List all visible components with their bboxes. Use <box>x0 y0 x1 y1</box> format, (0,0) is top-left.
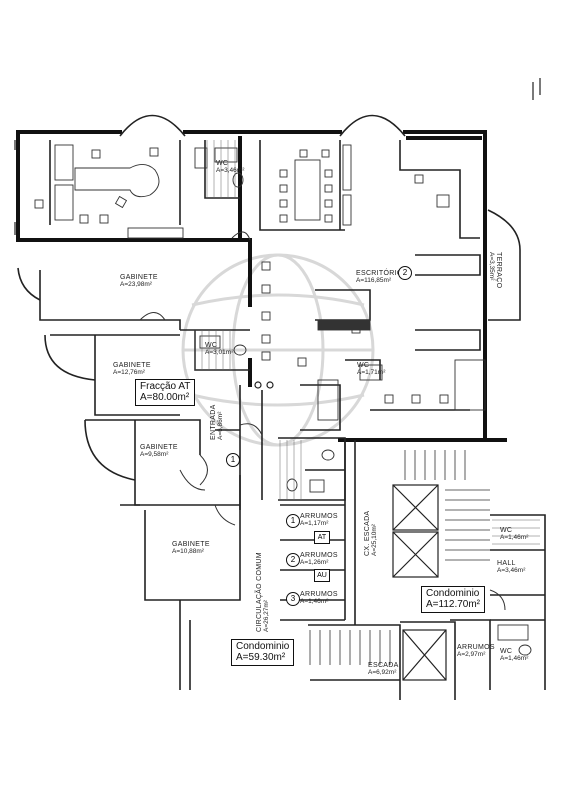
room-name: ENTRADA <box>210 404 217 440</box>
condominium-summary-box: Condominio A=112.70m² <box>421 586 486 613</box>
room-area: A=116,85m² <box>356 277 392 284</box>
room-cx-escada: CX. ESCADA A=25,10m² <box>364 511 379 556</box>
room-area: A=1,71m² <box>357 369 386 376</box>
fraction-tag: AT <box>314 531 330 544</box>
room-area: A=10,88m² <box>172 548 204 555</box>
room-area: A=1,17m² <box>300 520 329 527</box>
room-gabinete1: GABINETE A=23,98m² <box>120 274 158 289</box>
fraction-title: Fracção AT <box>140 381 191 392</box>
room-area: A=2,97m² <box>457 651 486 658</box>
fraction-summary-box: Fracção AT A=80.00m² <box>135 379 196 406</box>
room-area: A=1,26m² <box>300 559 329 566</box>
room-escritorio: ESCRITÓRIO A=116,85m² <box>356 270 403 285</box>
room-wc5: WC A=1,46m² <box>500 648 528 663</box>
room-name: WC <box>500 527 513 534</box>
curved-walls <box>17 114 521 481</box>
condominium-title: Condominio <box>426 588 480 599</box>
room-gabinete4: GABINETE A=10,88m² <box>172 541 210 556</box>
room-area: A=12,76m² <box>113 369 145 376</box>
room-name: GABINETE <box>120 274 158 281</box>
room-number-badge: 2 <box>286 553 300 567</box>
room-gabinete2: GABINETE A=12,76m² <box>113 362 151 377</box>
room-name: CX. ESCADA <box>364 510 371 556</box>
stair-icon <box>309 450 490 665</box>
room-name: ARRUMOS <box>300 591 338 598</box>
room-area: A=23,98m² <box>120 281 152 288</box>
room-arrumos4: ARRUMOS A=2,97m² <box>457 644 495 659</box>
room-name: ARRUMOS <box>300 552 338 559</box>
room-area: A=1,46m² <box>500 534 529 541</box>
room-wc3: WC A=1,71m² <box>357 362 385 377</box>
room-arrumos3: ARRUMOS A=1,46m² <box>300 591 338 606</box>
room-name: HALL <box>497 560 516 567</box>
room-number-badge: 3 <box>286 592 300 606</box>
room-area: A=1,46m² <box>300 598 329 605</box>
room-name: ARRUMOS <box>300 513 338 520</box>
partition-walls <box>39 140 546 700</box>
room-entrada: ENTRADA A=6,86m² <box>210 404 225 440</box>
room-escada: ESCADA A=6,92m² <box>368 662 399 677</box>
room-area: A=6,86m² <box>217 411 224 440</box>
room-name: WC <box>205 342 218 349</box>
tile-hatch <box>194 140 540 545</box>
fraction-tag: AU <box>314 569 330 582</box>
globe-watermark-icon <box>181 253 375 447</box>
door-swing-icon <box>139 231 506 611</box>
room-name: WC <box>357 362 370 369</box>
furniture <box>34 144 486 421</box>
room-area: A=9,58m² <box>140 451 169 458</box>
room-terraco: TERRAÇO A=3,35m² <box>488 252 502 289</box>
toilet-icon <box>194 147 532 656</box>
room-area: A=3,46m² <box>216 167 245 174</box>
condominium-summary-box: Condominio A=59.30m² <box>231 639 295 666</box>
room-number-badge: 2 <box>398 266 412 280</box>
room-name: CIRCULAÇÃO COMUM <box>256 552 263 632</box>
condominium-title: Condominio <box>236 641 290 652</box>
room-name: TERRAÇO <box>495 252 502 289</box>
room-area: A=3,01m² <box>205 349 234 356</box>
room-gabinete3: GABINETE A=9,58m² <box>140 444 178 459</box>
room-arrumos1: ARRUMOS A=1,17m² <box>300 513 338 528</box>
room-wc1: WC A=3,46m² <box>216 160 244 175</box>
main-walls <box>16 130 507 442</box>
room-name: GABINETE <box>140 444 178 451</box>
room-wc4: WC A=1,46m² <box>500 527 528 542</box>
room-number-badge: 1 <box>226 453 240 467</box>
fraction-area: A=80.00m² <box>140 391 190 403</box>
condominium-area: A=112.70m² <box>426 598 481 610</box>
room-area: A=3,35m² <box>488 252 495 281</box>
room-name: WC <box>216 160 229 167</box>
room-name: WC <box>500 648 513 655</box>
room-area: A=3,46m² <box>497 567 526 574</box>
room-arrumos2: ARRUMOS A=1,26m² <box>300 552 338 567</box>
room-area: A=26,27m² <box>263 600 270 632</box>
room-area: A=25,10m² <box>371 524 378 556</box>
room-circulacao: CIRCULAÇÃO COMUM A=26,27m² <box>256 552 271 632</box>
room-name: ESCADA <box>368 662 399 669</box>
room-name: ESCRITÓRIO <box>356 270 403 277</box>
room-hall: HALL A=3,46m² <box>497 560 525 575</box>
margin-marks <box>14 78 541 389</box>
room-area: A=1,46m² <box>500 655 529 662</box>
room-number-badge: 1 <box>286 514 300 528</box>
room-name: GABINETE <box>113 362 151 369</box>
room-wc2: WC A=3,01m² <box>205 342 233 357</box>
room-name: GABINETE <box>172 541 210 548</box>
elevator-icon <box>392 484 447 681</box>
room-name: ARRUMOS <box>457 644 495 651</box>
condominium-area: A=59.30m² <box>236 651 286 663</box>
room-area: A=6,92m² <box>368 669 397 676</box>
